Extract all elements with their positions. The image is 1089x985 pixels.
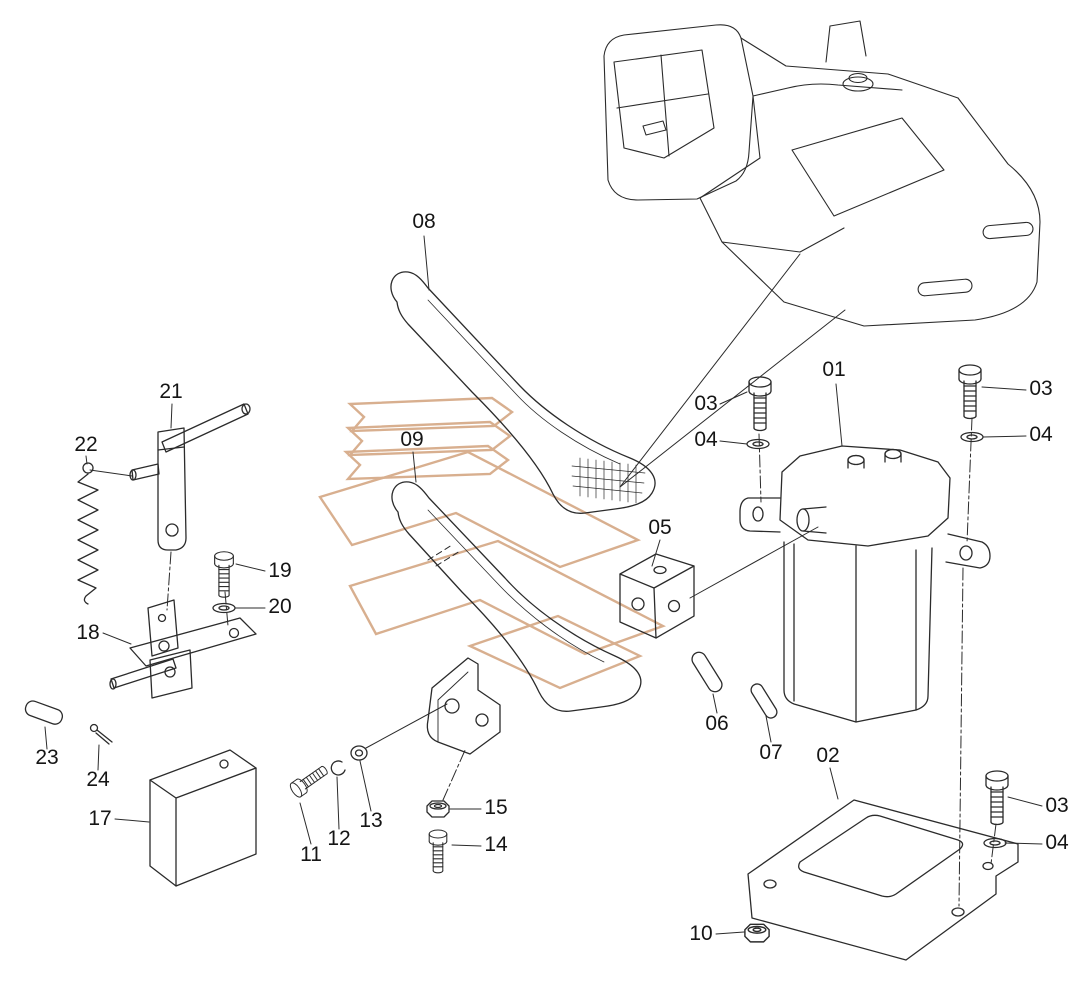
leader-lines: [44, 235, 1043, 935]
part-cotter-pin-24: [89, 723, 113, 745]
part-bracket-18: [109, 599, 257, 699]
part-pin-07: [750, 683, 778, 719]
part-block-17: [149, 749, 257, 887]
part-label-10: 10: [689, 922, 712, 945]
part-label-03-left: 03: [694, 392, 717, 415]
locator-lines: [365, 253, 846, 749]
part-label-11: 11: [300, 843, 322, 866]
part-label-02: 02: [816, 744, 839, 767]
part-label-21: 21: [159, 380, 182, 403]
part-label-04-bottom: 04: [1045, 831, 1069, 854]
part-label-07: 07: [759, 741, 782, 764]
watermark-logo: [318, 396, 667, 690]
part-bolt-19: [214, 551, 234, 598]
part-nut-10: [744, 923, 770, 943]
part-block-05: [619, 553, 695, 639]
part-label-06: 06: [705, 712, 728, 735]
part-label-05: 05: [648, 516, 671, 539]
part-labels: 08 01 03 04 03 04 21 22 09 05 19 20 18 0…: [35, 210, 1069, 945]
part-label-13: 13: [359, 809, 382, 832]
part-label-09: 09: [400, 428, 423, 451]
part-label-23: 23: [35, 746, 58, 769]
part-bolt-03-left: [748, 376, 772, 432]
part-label-03-bottom: 03: [1045, 794, 1068, 817]
part-label-22: 22: [74, 433, 97, 456]
part-pin-06: [691, 651, 723, 693]
part-label-17: 17: [88, 807, 111, 830]
part-bolt-11: [287, 761, 332, 800]
part-label-14: 14: [484, 833, 508, 856]
part-lever-21: [89, 403, 251, 551]
part-label-12: 12: [327, 827, 350, 850]
part-valve-01: [739, 445, 991, 723]
part-pedal-09: [391, 481, 642, 755]
part-label-04-left: 04: [694, 428, 718, 451]
part-bolt-03-bottom: [985, 770, 1009, 826]
part-bolt-03-right: [958, 364, 982, 420]
part-washer-04-bottom: [983, 837, 1007, 849]
part-label-18: 18: [76, 621, 99, 644]
part-pin-23: [24, 700, 64, 725]
part-pedal-08: [390, 271, 656, 514]
part-label-03-right: 03: [1029, 377, 1052, 400]
part-label-19: 19: [268, 559, 291, 582]
part-label-15: 15: [484, 796, 507, 819]
part-washer-04-left: [746, 438, 770, 450]
axis-lines: [166, 417, 997, 907]
part-plate-02: [747, 799, 1019, 961]
excavator-illustration: [603, 20, 1041, 327]
part-label-01: 01: [822, 358, 845, 381]
part-washer-04-right: [960, 431, 984, 443]
part-spring-22: [77, 462, 99, 605]
part-washer-13: [350, 745, 368, 761]
part-label-20: 20: [268, 595, 291, 618]
part-nut-15: [426, 800, 450, 818]
part-label-24: 24: [86, 768, 110, 791]
part-label-04-right: 04: [1029, 423, 1053, 446]
part-label-08: 08: [412, 210, 435, 233]
part-lock-washer-12: [330, 760, 346, 776]
part-bolt-14: [428, 829, 448, 874]
part-washer-20: [212, 602, 236, 614]
